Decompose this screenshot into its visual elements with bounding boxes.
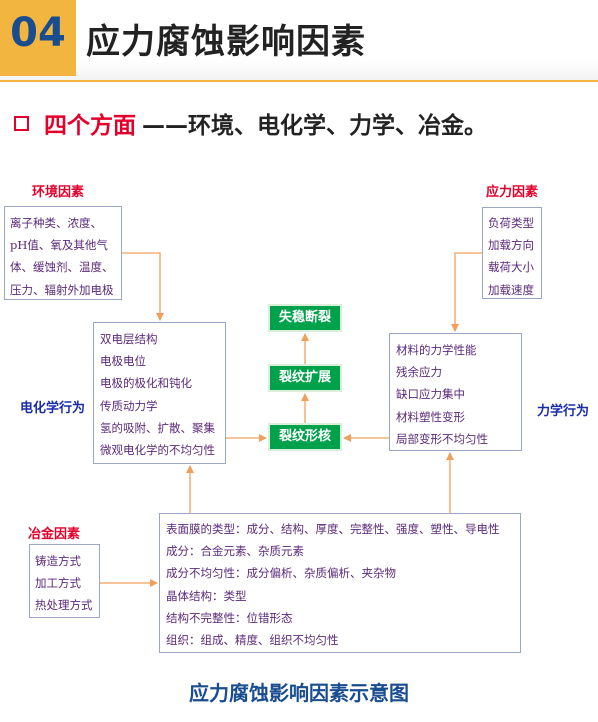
arrow-env-to-electrochem (122, 252, 164, 321)
environment-line: pH值、氧及其他气 (10, 238, 108, 253)
subtitle-highlight: 四个方面 (44, 113, 136, 139)
metallurgy-factors-box: 铸造方式 加工方式 热处理方式 (29, 544, 100, 618)
stress-line: 载荷大小 (488, 260, 534, 275)
section-number-badge (0, 0, 76, 76)
environment-line: 压力、辐射外加电极 (10, 282, 114, 297)
stress-line: 负荷类型 (488, 216, 534, 230)
environment-factors-box: 离子种类、浓度、 pH值、氧及其他气 体、缓蚀剂、温度、 压力、辐射外加电极 (4, 206, 122, 300)
electrochemical-line: 微观电化学的不均匀性 (100, 443, 215, 458)
mechanical-behavior-box: 材料的力学性能 残余应力 缺口应力集中 材料塑性变形 局部变形不均匀性 (389, 333, 522, 451)
electrochemical-line: 电极的极化和钝化 (100, 376, 192, 391)
mechanical-line: 材料的力学性能 (396, 343, 477, 357)
stage-crack-propagation: 裂纹扩展 (268, 364, 342, 392)
header-band (0, 0, 598, 82)
mechanical-line: 缺口应力集中 (396, 387, 465, 402)
electrochemical-line: 传质动力学 (100, 398, 158, 413)
stage-unstable-fracture: 失稳断裂 (268, 304, 342, 332)
label-metallurgy: 冶金因素 (28, 527, 81, 542)
subtitle-text: ——环境、电化学、力学、冶金。 (142, 113, 487, 139)
label-stress: 应力因素 (486, 185, 539, 200)
metallurgy-line: 热处理方式 (35, 598, 93, 613)
material-line: 晶体结构：类型 (166, 588, 247, 603)
material-properties-box: 表面膜的类型：成分、结构、厚度、完整性、强度、塑性、导电性 成分：合金元素、杂质… (159, 513, 521, 653)
stress-line: 加载方向 (488, 238, 534, 253)
stress-line: 加载速度 (488, 282, 534, 297)
environment-line: 体、缓蚀剂、温度、 (10, 260, 114, 275)
material-line: 组织：组成、精度、组织不均匀性 (166, 633, 339, 648)
mechanical-line: 局部变形不均匀性 (396, 431, 488, 446)
stage-crack-initiation: 裂纹形核 (268, 423, 342, 451)
page-title: 应力腐蚀影响因素 (86, 22, 366, 62)
material-line: 成分不均匀性：成分偏析、杂质偏析、夹杂物 (166, 566, 396, 581)
label-electrochemical: 电化学行为 (20, 401, 86, 416)
electrochemical-line: 双电层结构 (100, 332, 158, 346)
header-divider (0, 80, 598, 82)
label-environment: 环境因素 (32, 185, 85, 200)
mechanical-line: 材料塑性变形 (396, 409, 465, 424)
figure-caption: 应力腐蚀影响因素示意图 (189, 681, 409, 705)
material-line: 表面膜的类型：成分、结构、厚度、完整性、强度、塑性、导电性 (166, 522, 500, 536)
electrochemical-line: 氢的吸附、扩散、聚集 (100, 420, 215, 435)
metallurgy-line: 加工方式 (35, 576, 81, 591)
material-line: 成分：合金元素、杂质元素 (166, 544, 304, 559)
metallurgy-line: 铸造方式 (35, 554, 81, 568)
electrochemical-line: 电极电位 (100, 354, 146, 369)
section-number: 04 (10, 10, 66, 56)
environment-line: 离子种类、浓度、 (10, 216, 102, 230)
electrochemical-behavior-box: 双电层结构 电极电位 电极的极化和钝化 传质动力学 氢的吸附、扩散、聚集 微观电… (93, 322, 226, 464)
label-mechanical: 力学行为 (537, 404, 590, 419)
stress-factors-box: 负荷类型 加载方向 载荷大小 加载速度 (482, 207, 542, 299)
mechanical-line: 残余应力 (396, 365, 442, 380)
material-line: 结构不完整性：位错形态 (166, 610, 293, 625)
square-bullet-icon (14, 116, 29, 131)
arrow-force-to-mechanical (451, 252, 482, 332)
